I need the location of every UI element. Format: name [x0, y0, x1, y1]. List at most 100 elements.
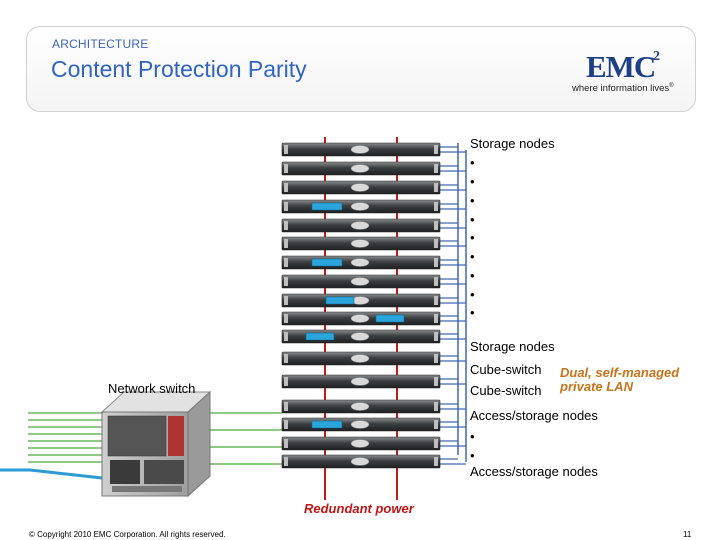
node-handle [434, 258, 438, 267]
storage-node [281, 329, 441, 344]
rack-label: • [470, 305, 475, 320]
disk-accent [311, 202, 343, 211]
node-handle [434, 377, 438, 386]
node-bezel-badge [350, 258, 370, 267]
rack-label: • [470, 287, 475, 302]
node-handle [434, 457, 438, 466]
node-bezel-badge [350, 277, 370, 286]
node-bezel-badge [350, 239, 370, 248]
logo-superscript: 2 [653, 49, 660, 64]
node-handle [284, 332, 288, 341]
node-handle [434, 439, 438, 448]
rack-label: Access/storage nodes [470, 464, 598, 479]
logo-tagline: where information lives® [572, 83, 674, 95]
node-handle [284, 164, 288, 173]
redundant-power-label: Redundant power [304, 501, 414, 516]
storage-node [281, 218, 441, 233]
node-handle [284, 354, 288, 363]
page-number: 11 [683, 530, 692, 539]
node-bezel-badge [350, 457, 370, 466]
storage-node [281, 417, 441, 432]
rack-label: • [470, 230, 475, 245]
node-handle [284, 420, 288, 429]
storage-node [281, 236, 441, 251]
node-bezel-badge [350, 354, 370, 363]
storage-node [281, 161, 441, 176]
storage-node [281, 255, 441, 270]
emc-logo: EMC 2 where information lives® [572, 49, 676, 96]
node-handle [284, 314, 288, 323]
rack-label: • [470, 249, 475, 264]
node-handle [284, 145, 288, 154]
storage-node [281, 436, 441, 451]
node-bezel-badge [350, 314, 370, 323]
rack-label: • [470, 268, 475, 283]
node-handle [284, 457, 288, 466]
node-bezel-badge [350, 332, 370, 341]
storage-node [281, 274, 441, 289]
node-bezel-badge [350, 145, 370, 154]
node-handle [434, 221, 438, 230]
slide-title: Content Protection Parity [51, 56, 307, 82]
rack-label: Cube-switch [470, 383, 542, 398]
rack-label: • [470, 155, 475, 170]
disk-accent [305, 332, 335, 341]
node-handle [434, 420, 438, 429]
rack-label: Access/storage nodes [470, 408, 598, 423]
node-bezel-badge [350, 420, 370, 429]
node-bezel-badge [350, 164, 370, 173]
node-handle [434, 402, 438, 411]
node-handle [284, 377, 288, 386]
network-switch-label: Network switch [108, 381, 196, 396]
node-handle [434, 332, 438, 341]
storage-node [281, 199, 441, 214]
node-handle [434, 314, 438, 323]
copyright-text: © Copyright 2010 EMC Corporation. All ri… [29, 530, 226, 539]
storage-node [281, 180, 441, 195]
header-panel [26, 26, 696, 112]
node-handle [284, 202, 288, 211]
node-handle [434, 239, 438, 248]
storage-node [281, 293, 441, 308]
node-handle [434, 183, 438, 192]
section-label: ARCHITECTURE [52, 37, 149, 51]
lan-label: Dual, self-managed private LAN [560, 365, 680, 394]
node-handle [434, 354, 438, 363]
node-handle [434, 277, 438, 286]
network-switch-chassis [100, 390, 212, 498]
storage-node [281, 399, 441, 414]
rack-label: Cube-switch [470, 362, 542, 377]
rack-label: • [470, 429, 475, 444]
node-bezel-badge [350, 221, 370, 230]
disk-accent [311, 420, 343, 429]
disk-accent [311, 258, 343, 267]
node-handle [284, 221, 288, 230]
node-handle [284, 439, 288, 448]
uplink-line [0, 468, 103, 480]
node-handle [434, 296, 438, 305]
node-handle [284, 183, 288, 192]
storage-node [281, 142, 441, 157]
disk-accent [325, 296, 355, 305]
node-handle [284, 402, 288, 411]
rack-label: Storage nodes [470, 136, 555, 151]
rack-label: • [470, 448, 475, 463]
node-bezel-badge [350, 183, 370, 192]
node-handle [434, 164, 438, 173]
node-handle [284, 296, 288, 305]
node-bezel-badge [350, 202, 370, 211]
rack-label: • [470, 174, 475, 189]
disk-accent [375, 314, 405, 323]
node-handle [434, 145, 438, 154]
node-bezel-badge [350, 377, 370, 386]
storage-node [281, 454, 441, 469]
storage-node [281, 311, 441, 326]
rack-label: • [470, 193, 475, 208]
cube-switch [281, 351, 441, 366]
node-bezel-badge [350, 402, 370, 411]
node-handle [284, 277, 288, 286]
node-handle [284, 258, 288, 267]
rack-label: Storage nodes [470, 339, 555, 354]
logo-brand: EMC [586, 49, 656, 84]
